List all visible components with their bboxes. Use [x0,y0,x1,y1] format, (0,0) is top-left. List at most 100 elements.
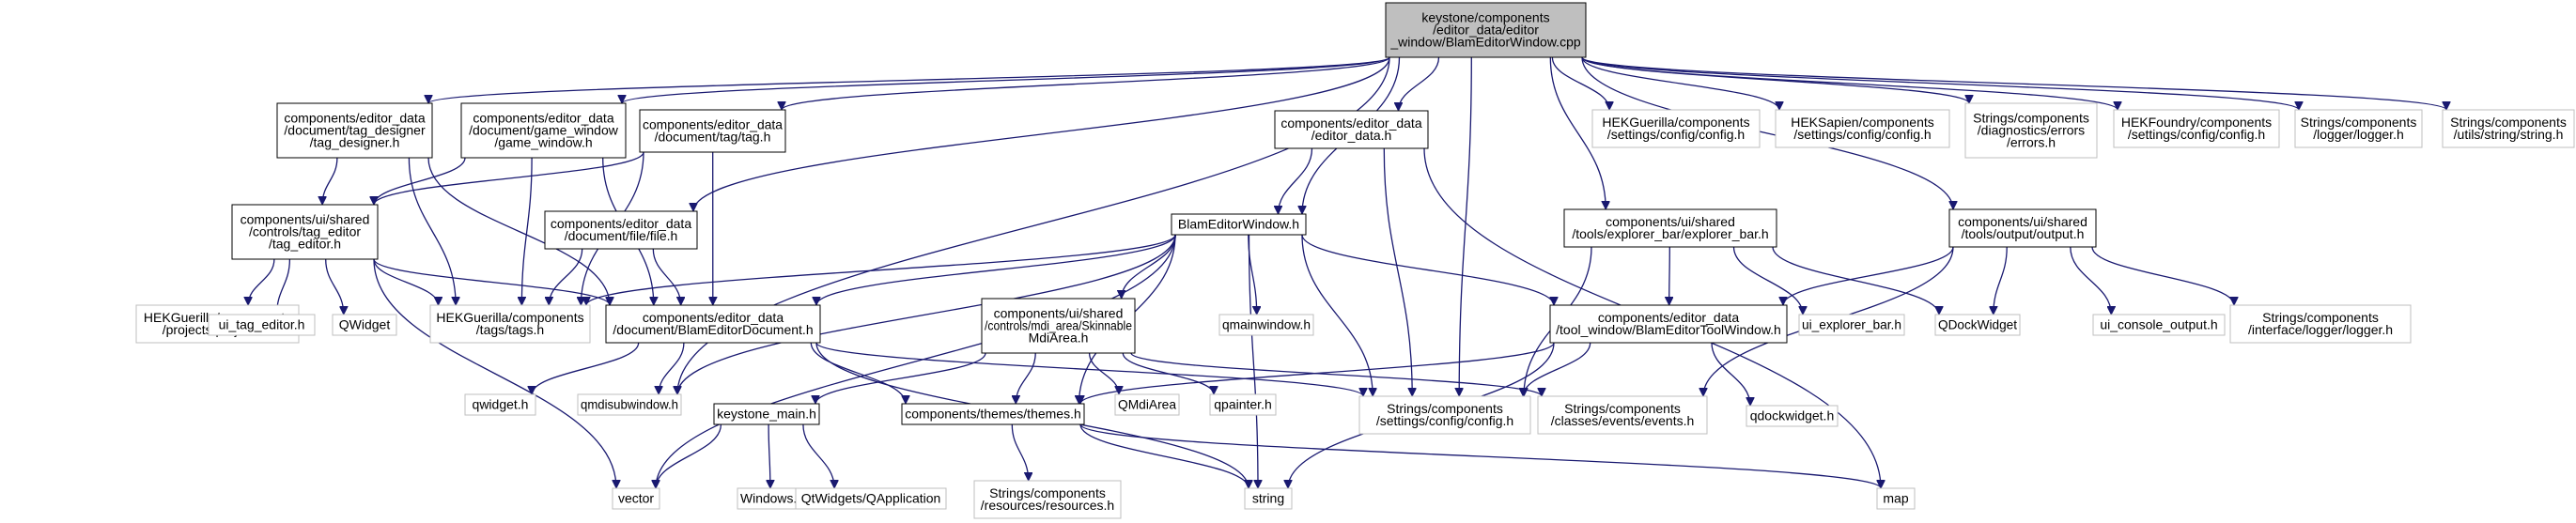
node-qapplication: QtWidgets/QApplication [795,487,947,510]
node-label-line: ui_console_output.h [2100,317,2217,332]
node-box [2113,109,2280,148]
node-output-h[interactable]: components/ui/shared/tools/output/output… [1948,208,2097,248]
node-qmdisubwindow: qmdisubwindow.h [577,393,682,416]
node-tag-h[interactable]: components/editor_data/document/tag/tag.… [639,109,786,153]
node-box [2092,314,2226,336]
node-label-line: /settings/config/config.h [1607,127,1745,142]
node-qmainwindow: qmainwindow.h [1218,314,1314,336]
node-box [429,304,591,344]
node-blam-doc[interactable]: components/editor_data/document/BlamEdit… [605,304,821,344]
nodes-layer: keystone/components/editor_data/editor_w… [135,2,2575,519]
edge-root-to-hekfoundry-config [1581,56,2118,111]
node-string-h: Strings/components/utils/string/string.h [2442,109,2575,148]
node-box [2294,109,2423,148]
node-keystone-main[interactable]: keystone_main.h [713,403,820,425]
node-label-line: /diagnostics/errors [1978,123,2085,138]
edge-tag-editor-to-blam-doc [373,258,610,306]
node-label-line: Windows.h [740,491,804,506]
edge-themes-to-resources [1011,423,1028,481]
node-box [464,393,536,416]
node-label-line: components/ui/shared [994,306,1124,321]
node-box [577,393,682,416]
node-root[interactable]: keystone/components/editor_data/editor_w… [1385,2,1587,58]
node-label-line: /tag_designer.h [310,135,400,150]
edge-output-h-to-ui-console-output [2070,246,2112,315]
node-label-line: QtWidgets/QApplication [801,491,941,506]
node-label-line: /settings/config/config.h [1376,413,1513,428]
node-label-line: Strings/components [989,485,1106,500]
node-game-window[interactable]: components/editor_data/document/game_win… [460,102,627,159]
node-skinnable[interactable]: components/ui/shared/controls/mdi_area/S… [981,298,1136,354]
edge-file-h-to-blam-doc [652,248,680,305]
node-label-line: string [1252,491,1284,506]
node-ui-tag-editor: ui_tag_editor.h [208,314,316,336]
node-tag-designer[interactable]: components/editor_data/document/tag_desi… [276,102,433,159]
node-label-line: Strings/components [1387,401,1503,416]
edge-root-to-file-h [693,56,1390,211]
node-box [1563,208,1777,248]
node-label-line: QDockWidget [1938,317,2017,332]
node-label-line: HEKGuerilla/components [1602,115,1749,130]
node-label-line: HEKFoundry/components [2121,115,2272,130]
edge-root-to-heksapien-config [1581,56,1779,111]
edge-output-h-to-interface-logger [2091,246,2234,306]
node-label-line: ui_explorer_bar.h [1802,317,1901,332]
edge-skinnable-to-qpainter [1122,352,1214,395]
node-themes[interactable]: components/themes/themes.h [901,403,1085,425]
edge-root-to-editor-data [1399,56,1440,112]
node-box [1209,393,1277,416]
node-label-line: Strings/components [2262,310,2379,325]
node-tool-window[interactable]: components/editor_data/tool_window/BlamE… [1549,304,1788,344]
node-label-line: components/editor_data [643,117,783,132]
edge-blam-window-h-to-settings-config [1301,234,1373,396]
node-hek-tags: HEKGuerilla/components/tags/tags.h [429,304,591,344]
node-label-line: /editor_data/editor [1433,23,1539,38]
node-explorer-bar[interactable]: components/ui/shared/tools/explorer_bar/… [1563,208,1777,248]
node-box [208,314,316,336]
node-label-line: Strings/components [2450,115,2567,130]
edge-tag-designer-to-tag-editor [322,157,338,205]
node-box [639,109,786,153]
node-editor-data[interactable]: components/editor_data/editor_data.h [1274,110,1429,149]
node-box [460,102,627,159]
node-blam-window-h[interactable]: BlamEditorWindow.h [1171,213,1307,236]
node-box [544,210,698,250]
node-settings-config: Strings/components/settings/config/confi… [1358,395,1531,435]
node-label-line: /settings/config/config.h [2128,127,2265,142]
node-label-line: /document/file/file.h [565,228,678,243]
node-label-line: /tools/explorer_bar/explorer_bar.h [1572,226,1768,241]
node-hek-config: HEKGuerilla/components/settings/config/c… [1591,109,1761,148]
edge-explorer-bar-to-qdockwidget-cap [1772,246,1939,315]
node-box [1591,109,1761,148]
node-box [1964,102,2098,159]
edge-blam-window-h-to-qmdisubwindow [677,234,1176,394]
node-logger: Strings/components/logger/logger.h [2294,109,2423,148]
edge-skinnable-to-qmdiarea [1088,352,1119,395]
edge-root-to-settings-config [1459,56,1472,396]
node-box [1537,395,1708,435]
edge-skinnable-to-themes [1016,352,1036,404]
edge-skinnable-to-keystone-main [815,352,986,405]
node-box [276,102,433,159]
node-label-line: ui_tag_editor.h [219,317,305,332]
edge-game-window-to-hek-tags [521,157,533,305]
node-label-line: /utils/string/string.h [2454,127,2564,142]
node-label-line: components/editor_data [1598,310,1739,325]
node-tag-editor[interactable]: components/ui/shared/controls/tag_editor… [231,204,379,260]
edge-keystone-main-to-qapplication [802,423,834,488]
node-label-line: /resources/resources.h [981,498,1114,513]
node-box [973,480,1122,519]
edge-tag-designer-to-hek-tags [408,157,456,305]
node-label-line: /controls/mdi_area/Skinnable [985,318,1132,333]
edge-tag-editor-to-hek-tags [373,258,439,306]
edge-blam-window-h-to-blam-doc [816,234,1176,306]
node-label-line: components/themes/themes.h [905,407,1081,422]
edge-explorer-bar-to-ui-explorer-bar [1732,246,1804,315]
edges-layer [248,56,2446,489]
node-file-h[interactable]: components/editor_data/document/file/fil… [544,210,698,250]
node-box [1746,405,1839,427]
edge-tool-window-to-themes [1080,342,1555,405]
node-resources: Strings/components/resources/resources.h [973,480,1122,519]
node-label-line: /tools/output/output.h [1962,226,2085,241]
node-qwidget-h: qwidget.h [464,393,536,416]
